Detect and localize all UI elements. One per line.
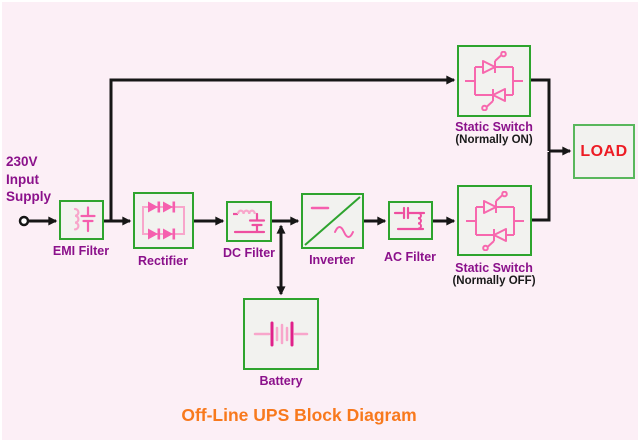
dc-filter-block <box>226 201 272 242</box>
static-switch-on-label: Static Switch <box>455 120 533 134</box>
wire-static-switch-off-to-bus <box>532 152 551 222</box>
input-supply-label: 230V Input Supply <box>6 153 51 206</box>
static-switch-off-label: Static Switch <box>455 261 533 275</box>
static-switch-on-mode: (Normally ON) <box>455 134 533 146</box>
static-switch-off-block <box>457 185 532 256</box>
input-supply-line3: Supply <box>6 189 52 204</box>
static-switch-on-block <box>457 45 531 117</box>
wire-bypass-to-static-switch-on <box>109 75 456 221</box>
input-terminal-icon <box>18 215 30 227</box>
diode-bridge-symbol-icon <box>142 201 185 240</box>
battery-block <box>243 298 319 370</box>
inductor-capacitor-symbol-icon <box>73 206 96 233</box>
cl-filter-symbol-icon <box>393 206 426 231</box>
load-block: LOAD <box>573 124 635 179</box>
diagram-title: Off-Line UPS Block Diagram <box>181 405 417 425</box>
rectifier-label: Rectifier <box>137 254 189 268</box>
dc-filter-label: DC Filter <box>222 246 276 260</box>
input-supply-line2: Input <box>6 171 39 187</box>
wire-static-switch-on-to-bus <box>531 78 551 151</box>
emi-filter-block <box>59 200 104 240</box>
lc-filter-symbol-icon <box>233 209 266 234</box>
input-supply-line1: 230V <box>6 154 38 169</box>
ac-filter-block <box>388 201 433 240</box>
ac-filter-label: AC Filter <box>383 250 437 264</box>
emi-filter-label: EMI Filter <box>52 244 110 258</box>
static-switch-off-mode: (Normally OFF) <box>452 275 536 287</box>
load-label: LOAD <box>580 142 628 160</box>
inverter-block <box>301 193 364 249</box>
battery-cells-symbol-icon <box>253 321 309 347</box>
antiparallel-thyristor-symbol-icon <box>465 190 524 251</box>
inverter-label: Inverter <box>309 253 355 267</box>
battery-label: Battery <box>259 374 303 388</box>
rectifier-block <box>133 192 194 249</box>
antiparallel-thyristor-symbol-icon <box>465 51 523 111</box>
dc-ac-inverter-symbol-icon <box>304 196 361 246</box>
